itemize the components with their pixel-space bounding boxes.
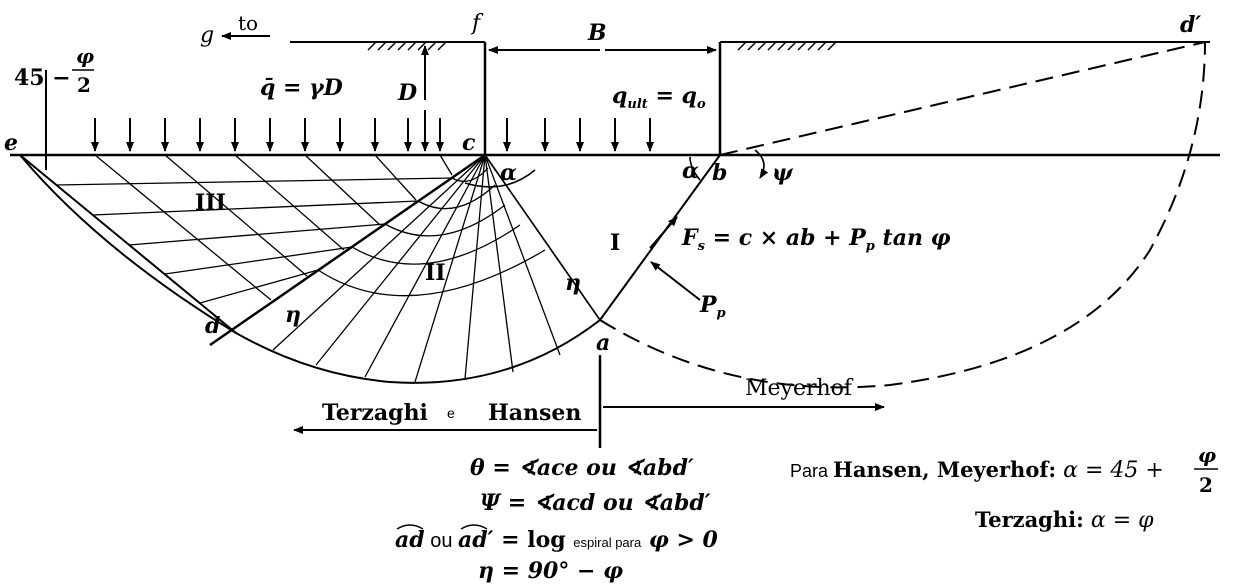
label-hansen: Hansen bbox=[488, 400, 581, 426]
zone-II-spiral-arcs bbox=[317, 167, 546, 297]
label-meyerhof: Meyerhof bbox=[745, 376, 854, 401]
label-terzaghi: Terzaghi bbox=[322, 400, 428, 426]
label-force-Fs: Fs = c × ab + Pp tan φ bbox=[681, 225, 951, 254]
label-c: c bbox=[462, 130, 476, 156]
label-D: D bbox=[397, 80, 417, 106]
label-a: a bbox=[596, 330, 610, 356]
label-e: e bbox=[4, 130, 18, 156]
label-B: B bbox=[587, 20, 607, 46]
label-d: d bbox=[205, 313, 220, 339]
force-arrow-Fs bbox=[649, 216, 678, 249]
label-eta-upper: η bbox=[565, 270, 581, 296]
equation-log-spiral: ad ou ad′ = log espiral para φ > 0 bbox=[395, 527, 719, 553]
alpha-arc-b bbox=[689, 156, 701, 181]
equation-eta: η = 90° − φ bbox=[478, 558, 623, 584]
alpha-arc-c bbox=[464, 169, 536, 188]
label-e-connector: e bbox=[447, 405, 455, 421]
label-angle-phi: φ bbox=[76, 44, 94, 68]
label-zone-III: III bbox=[195, 190, 226, 216]
label-alpha-b: α bbox=[682, 158, 699, 184]
zone-III-mesh bbox=[19, 153, 486, 347]
label-q-bar: q̄ = γD bbox=[260, 75, 343, 101]
label-zone-II: II bbox=[425, 260, 446, 286]
label-Pp: Pp bbox=[699, 292, 726, 321]
psi-arc bbox=[754, 149, 769, 179]
alpha-eq-two: 2 bbox=[1199, 473, 1213, 497]
soil-hatch-right bbox=[737, 41, 837, 51]
label-alpha-c: α bbox=[500, 160, 517, 186]
label-to: to bbox=[238, 11, 258, 35]
label-zone-I: I bbox=[610, 230, 620, 256]
force-arrow-Pp bbox=[650, 261, 701, 301]
label-f: f bbox=[470, 11, 484, 36]
wedge-line-ca bbox=[484, 154, 601, 321]
label-angle-top: 45 − bbox=[14, 65, 71, 91]
label-g: g bbox=[200, 23, 214, 48]
soil-hatch-left bbox=[367, 41, 447, 51]
log-spiral-boundary bbox=[19, 154, 601, 384]
equation-psi: Ψ = ∢acd ou ∢abd′ bbox=[480, 490, 711, 516]
label-angle-two: 2 bbox=[77, 73, 91, 97]
label-b: b bbox=[712, 160, 727, 186]
ultimate-pressure-arrows bbox=[503, 118, 654, 152]
arc-over-ad bbox=[396, 524, 424, 530]
label-d-prime: d′ bbox=[1180, 12, 1201, 38]
equation-theta: θ = ∢ace ou ∢abd′ bbox=[470, 455, 694, 481]
label-eta-lower: η bbox=[285, 302, 301, 328]
alpha-eq-phi: φ bbox=[1198, 443, 1216, 467]
dashed-spiral-meyerhof bbox=[599, 41, 1206, 389]
label-q-ult: qult = qo bbox=[612, 83, 706, 112]
dashed-line-b-dprime bbox=[719, 41, 1206, 156]
surcharge-arrows bbox=[91, 118, 444, 152]
arc-over-ad-prime bbox=[460, 524, 488, 530]
equation-hansen-meyerhof: Para Hansen, Meyerhof: α = 45 + bbox=[790, 457, 1164, 483]
label-psi: ψ bbox=[772, 160, 794, 186]
equation-terzaghi: Terzaghi: α = φ bbox=[975, 507, 1154, 533]
